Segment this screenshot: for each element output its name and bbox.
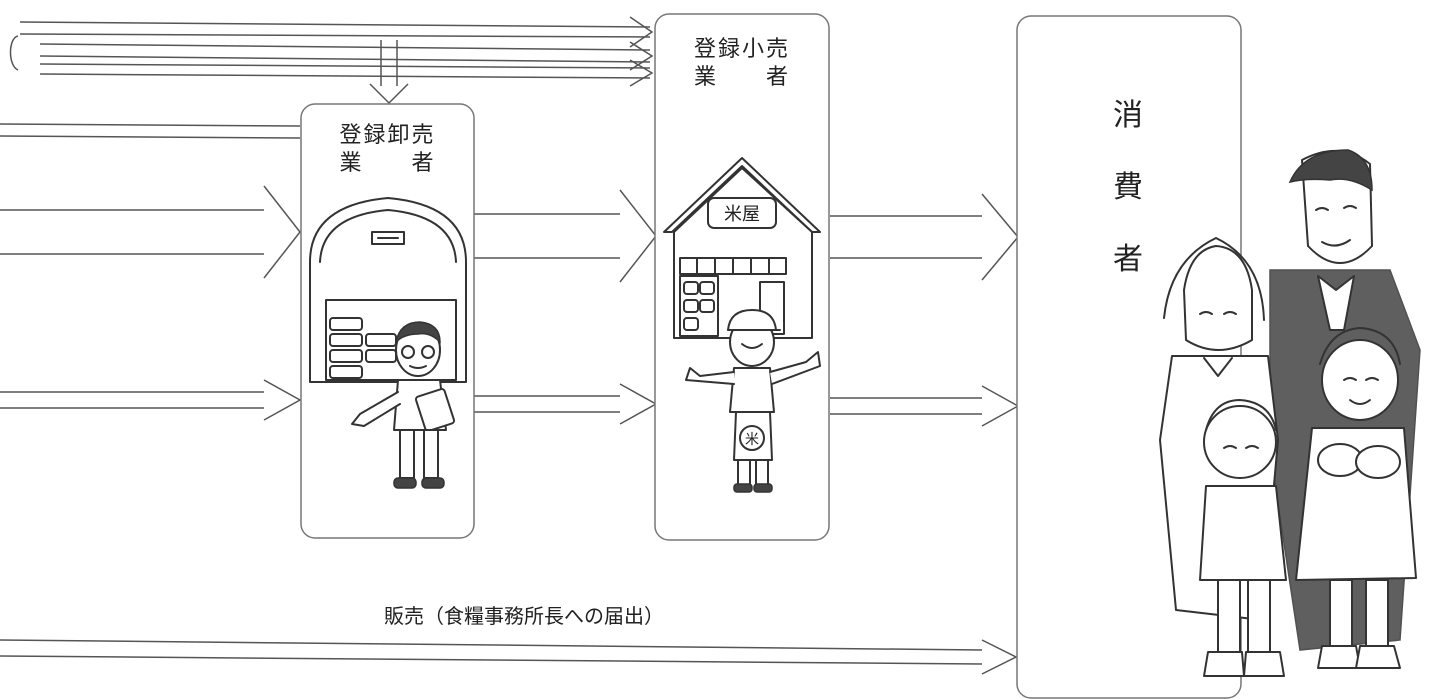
arrow-retailer-to-consumer-2 (830, 385, 1020, 427)
wholesaler-worker-illustration (351, 321, 456, 489)
consumer-label: 消 費 者 (1098, 80, 1158, 296)
shop-sign-text: 米屋 (724, 204, 760, 225)
family-illustration (1159, 149, 1421, 677)
arrow-top-3-to-retailer (39, 59, 654, 87)
retailer-label-line2: 業 者 (693, 65, 790, 90)
apron-emblem-text: 米 (745, 432, 759, 448)
arrow-input-2-to-wholesaler (0, 185, 301, 279)
retailer-label: 登録小売 業 者 (655, 36, 829, 92)
retailer-label-line1: 登録小売 (693, 37, 790, 62)
sales-caption: 販売（食糧事務所長への届出） (384, 604, 664, 628)
bracket-left (9, 35, 19, 71)
arrow-retailer-to-consumer-1 (830, 193, 1019, 281)
warehouse-illustration (309, 197, 467, 383)
consumer-label-char1: 消 (1113, 98, 1143, 133)
rice-shop-keeper-illustration: 米 (685, 309, 821, 493)
arrow-direct-sales-to-consumer (0, 639, 1018, 675)
wholesaler-label: 登録卸売 業 者 (301, 122, 474, 178)
consumer-label-char2: 費 (1113, 170, 1143, 205)
wholesaler-label-line2: 業 者 (339, 151, 436, 176)
arrow-input-3-to-wholesaler (0, 379, 302, 421)
arrow-top-1-to-retailer (19, 16, 654, 48)
arrow-top-2-to-retailer (39, 41, 654, 71)
arrow-input-1-to-wholesaler (0, 123, 301, 139)
arrow-wholesaler-to-retailer-1 (474, 189, 657, 283)
wholesaler-label-line1: 登録卸売 (339, 123, 436, 148)
consumer-label-char3: 者 (1113, 242, 1143, 277)
arrow-wholesaler-to-retailer-2 (474, 383, 658, 425)
arrow-branch-to-wholesaler (369, 40, 409, 105)
